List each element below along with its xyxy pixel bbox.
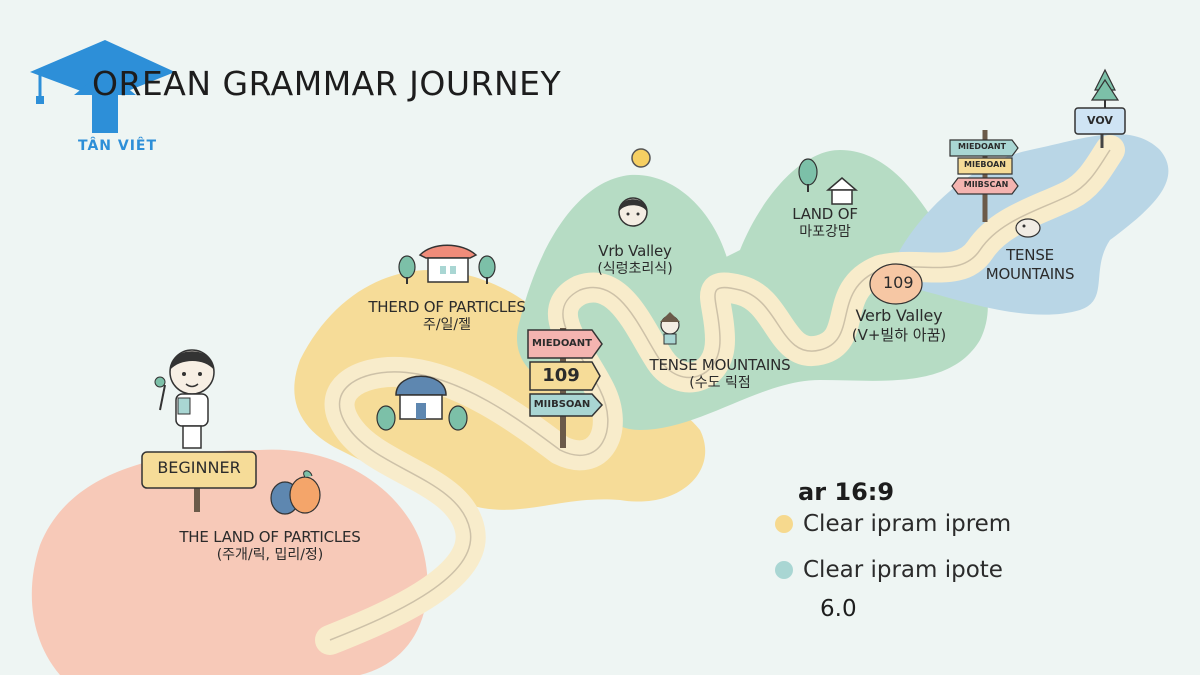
region-land-particles: THE LAND OF PARTICLES (주개/릭, 밉리/정) — [170, 528, 370, 564]
badge-109-icon — [869, 263, 923, 305]
small-animal-icon — [1015, 218, 1041, 238]
house-icon-right — [825, 177, 859, 205]
tree-icon-right — [798, 158, 818, 192]
legend-dot — [775, 515, 793, 533]
legend-item: Clear ipram ipote — [775, 557, 1003, 583]
traveler-icon — [660, 312, 680, 345]
legend-heading: ar 16:9 — [798, 478, 895, 506]
sprout-characters-icon — [270, 470, 321, 515]
graduation-cap-icon — [30, 40, 175, 133]
beginner-sign-label: BEGINNER — [157, 458, 241, 477]
tree-icon-left — [398, 255, 496, 284]
legend-item: Clear ipram iprem — [775, 511, 1011, 537]
region-title: TENSE MOUNTAINS — [649, 356, 791, 374]
green-region-right — [594, 150, 988, 430]
region-title: THE LAND OF PARTICLES — [179, 528, 361, 546]
character-face-icon — [618, 197, 648, 227]
region-title: LAND OF — [792, 205, 858, 223]
blue-house-icon — [376, 375, 468, 431]
signpost-top-top: MIEDOANT — [958, 142, 1006, 151]
region-subtitle: (식렁초리식) — [597, 260, 673, 277]
signpost-mid-icon — [527, 328, 604, 448]
region-subtitle: (수도 릭점 — [689, 374, 751, 391]
temple-icon — [418, 244, 478, 283]
beginner-signpost-icon — [141, 451, 257, 512]
region-land-of: LAND OF 마포강맘 — [780, 205, 870, 241]
region-tense-mountains-mid: TENSE MOUNTAINS (수도 릭점 — [640, 356, 800, 392]
badge-109-label: 109 — [883, 273, 914, 292]
region-subtitle: 마포강맘 — [799, 223, 851, 240]
legend-dot — [775, 561, 793, 579]
region-title: Vrb Valley — [598, 242, 672, 260]
signpost-top-icon — [949, 130, 1019, 222]
sun-icon — [631, 148, 651, 168]
region-title: Verb Valley — [855, 306, 943, 325]
region-therd-particles: THERD OF PARTICLES 주/일/젤 — [362, 298, 532, 334]
signpost-top-bottom: MIIBSCAN — [963, 180, 1009, 189]
vov-sign-label: VOV — [1087, 114, 1113, 127]
signpost-mid-bottom: MIIBSOAN — [533, 399, 591, 410]
region-verb-valley: Verb Valley (V+빌하 아꿈) — [838, 306, 960, 345]
page-title: OREAN GRAMMAR JOURNEY — [92, 64, 562, 103]
pink-region — [31, 449, 428, 675]
pine-tree-icon — [1090, 68, 1120, 108]
student-character-icon — [154, 349, 215, 449]
legend-label: Clear ipram ipote — [803, 557, 1003, 583]
region-subtitle: (주개/릭, 밉리/정) — [216, 546, 324, 563]
signpost-mid-top: MIEDOANT — [532, 338, 592, 349]
brand-name: TÂN VIÊT — [78, 138, 158, 154]
signpost-top-middle: MIEBOAN — [964, 160, 1006, 169]
region-subtitle: 주/일/젤 — [422, 316, 472, 333]
region-subtitle: MOUNTAINS — [985, 264, 1075, 283]
legend-footer: 6.0 — [820, 596, 857, 622]
vov-sign-icon — [1074, 107, 1126, 148]
region-title: TENSE — [1006, 246, 1054, 264]
region-title: THERD OF PARTICLES — [368, 298, 526, 316]
signpost-mid-middle: 109 — [542, 365, 580, 386]
region-vrb-valley: Vrb Valley (식렁초리식) — [580, 242, 690, 278]
region-subtitle: (V+빌하 아꿈) — [851, 326, 947, 344]
region-tense-mountains-top: TENSE MOUNTAINS — [975, 246, 1085, 284]
legend-label: Clear ipram iprem — [803, 511, 1012, 537]
